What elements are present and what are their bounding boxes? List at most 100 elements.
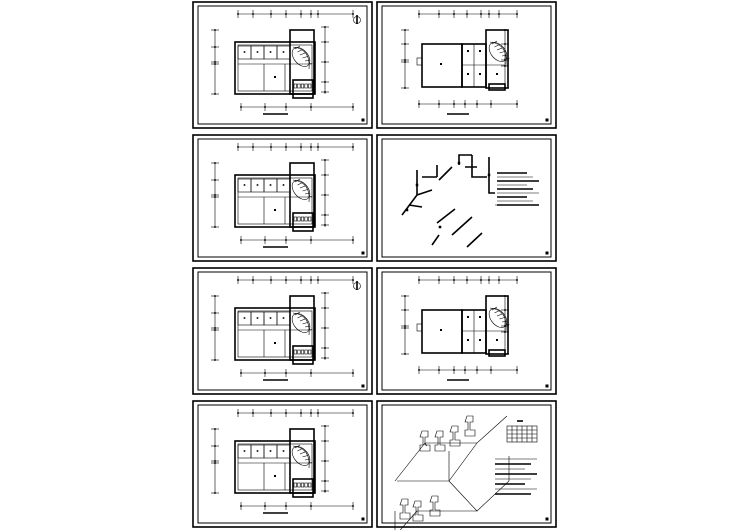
stair-tread — [297, 315, 303, 319]
sheet-2 — [376, 1, 557, 129]
sheet-frame — [192, 1, 373, 129]
room-label — [274, 209, 276, 211]
dimension-mark — [516, 13, 518, 15]
dimension-mark — [490, 103, 492, 105]
fitting — [429, 495, 441, 517]
dimension-mark — [438, 369, 440, 371]
room-label — [467, 339, 469, 341]
dimension-mark — [324, 41, 326, 43]
room-label — [274, 342, 276, 344]
sheet-6 — [376, 267, 557, 395]
room-label — [274, 475, 276, 477]
stair-tread — [297, 448, 303, 452]
room-label — [243, 51, 246, 53]
fixture — [300, 349, 305, 355]
fixture — [297, 83, 301, 89]
sheet-1 — [192, 1, 373, 129]
dimension-mark — [324, 292, 326, 294]
dimension-mark — [516, 369, 518, 371]
inner-wall — [237, 310, 313, 358]
fixture — [297, 482, 301, 488]
branch-pipe — [422, 165, 453, 181]
dimension-mark — [324, 460, 326, 462]
dimension-mark — [237, 412, 239, 414]
stair-tread — [304, 458, 311, 461]
sheet-frame — [376, 400, 557, 528]
dimension-mark — [252, 13, 254, 15]
stair-tread — [304, 325, 311, 328]
dimension-mark — [476, 103, 478, 105]
stair-tread — [299, 52, 306, 56]
fixture — [293, 482, 297, 488]
stair-tread — [499, 317, 505, 320]
valve-mark — [405, 208, 409, 212]
building-outline — [234, 440, 316, 494]
dimension-mark — [324, 224, 326, 226]
stair-outline — [291, 180, 311, 200]
dimension-mark — [310, 239, 312, 241]
dimension-mark — [214, 63, 216, 65]
room-label — [496, 73, 498, 75]
room-label — [496, 339, 498, 341]
dimension-mark — [300, 279, 302, 281]
fixture — [304, 83, 308, 89]
dimension-mark — [480, 279, 482, 281]
riser-pipe — [401, 170, 433, 216]
dimension-mark — [516, 103, 518, 105]
dimension-mark — [504, 325, 506, 327]
dimension-mark — [214, 327, 216, 329]
stair-tread — [494, 44, 500, 48]
room-label — [269, 51, 272, 53]
stair-tread — [299, 451, 306, 455]
inner-wall — [237, 177, 313, 225]
valve-mark — [438, 225, 442, 229]
stair-tread — [494, 310, 500, 314]
dimension-mark — [264, 505, 266, 507]
stair-tread — [501, 320, 508, 323]
dimension-mark — [404, 29, 406, 31]
dimension-mark — [240, 372, 242, 374]
dimension-mark — [498, 279, 500, 281]
fixture — [293, 83, 297, 89]
sheet-3 — [192, 134, 373, 262]
room-label — [243, 184, 246, 186]
duct-run — [394, 415, 508, 512]
dimension-mark — [453, 369, 455, 371]
dimension-mark — [317, 279, 319, 281]
dimension-mark — [214, 226, 216, 228]
title-block-mark — [361, 251, 365, 255]
dimension-mark — [310, 106, 312, 108]
fitting — [449, 425, 461, 447]
stair-outline — [488, 308, 508, 328]
dimension-mark — [504, 309, 506, 311]
sheet-7 — [192, 400, 373, 528]
entry-block — [292, 478, 314, 498]
stair-outline — [488, 42, 508, 62]
room-label — [479, 73, 481, 75]
building-outline — [234, 174, 316, 228]
dimension-mark — [240, 505, 242, 507]
fitting — [434, 430, 446, 452]
dimension-mark — [214, 29, 216, 31]
dimension-mark — [214, 460, 216, 462]
dimension-mark — [237, 279, 239, 281]
dimension-mark — [237, 13, 239, 15]
sheet-frame — [192, 400, 373, 528]
room-label — [274, 76, 276, 78]
dimension-mark — [310, 505, 312, 507]
fixture — [300, 83, 305, 89]
dimension-mark — [214, 329, 216, 331]
dimension-mark — [324, 357, 326, 359]
dimension-mark — [300, 412, 302, 414]
title-block-mark — [545, 384, 549, 388]
dimension-mark — [453, 13, 455, 15]
door-projection — [416, 323, 423, 332]
dimension-mark — [404, 325, 406, 327]
dimension-mark — [285, 146, 287, 148]
dimension-mark — [214, 61, 216, 63]
sheet-border — [381, 404, 552, 524]
stair-tread — [304, 192, 311, 195]
fitting — [399, 498, 411, 520]
room-label — [269, 184, 272, 186]
room-label — [269, 450, 272, 452]
